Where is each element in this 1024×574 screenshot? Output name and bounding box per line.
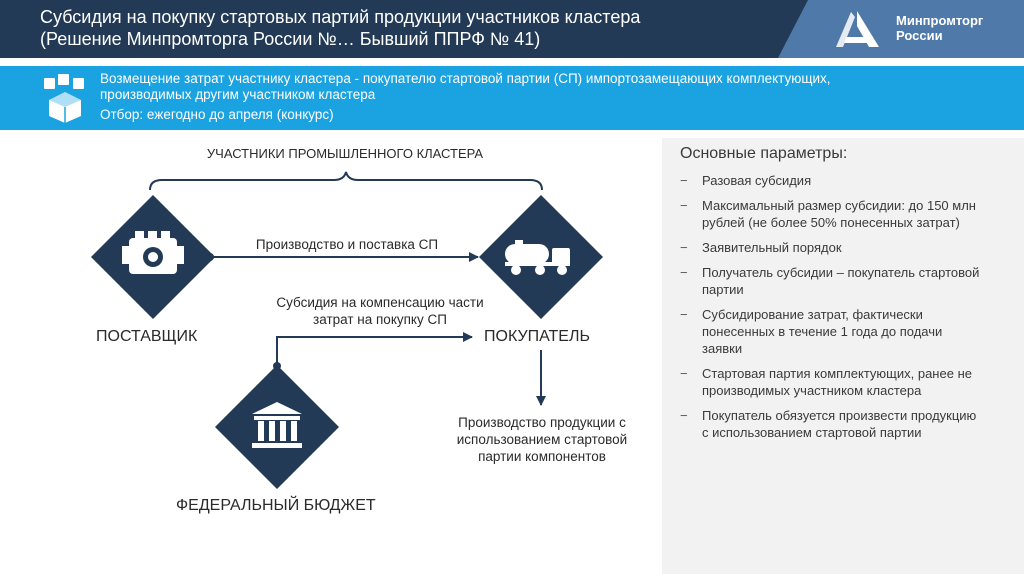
parameter-text: Получатель субсидии – покупатель стартов…	[702, 265, 980, 297]
cluster-label: УЧАСТНИКИ ПРОМЫШЛЕННОГО КЛАСТЕРА	[206, 146, 484, 161]
parameters-title: Основные параметры:	[680, 145, 848, 162]
bullet-dash: −	[680, 408, 688, 423]
logo-line-1: Минпромторг	[896, 13, 984, 28]
subsidy-arrow-start-dot	[273, 362, 281, 370]
logo-line-2: России	[896, 28, 943, 43]
bullet-dash: −	[680, 307, 688, 322]
parameter-item: −Максимальный размер субсидии: до 150 мл…	[680, 197, 980, 231]
parameter-text: Максимальный размер субсидии: до 150 млн…	[702, 198, 976, 230]
budget-diamond	[215, 365, 339, 489]
parameter-text: Заявительный порядок	[702, 240, 842, 255]
title-line-2: (Решение Минпромторга России №… Бывший П…	[40, 29, 541, 49]
info-banner: Возмещение затрат участнику кластера - п…	[0, 66, 1024, 130]
cluster-diagram	[91, 171, 603, 489]
bullet-dash: −	[680, 366, 688, 381]
tanker-truck-icon	[505, 240, 570, 275]
parameter-text: Покупатель обязуется произвести продукци…	[702, 408, 977, 440]
subsidy-arrow-label: Субсидия на компенсацию части затрат на …	[276, 295, 484, 327]
parameter-text: Стартовая партия комплектующих, ранее не…	[702, 366, 972, 398]
bullet-dash: −	[680, 198, 688, 213]
buyer-label: ПОКУПАТЕЛЬ	[484, 328, 590, 345]
minpromtorg-logo-icon	[836, 11, 879, 47]
subsidy-arrow	[276, 332, 473, 366]
parameter-item: −Разовая субсидия	[680, 172, 980, 189]
banner-selection-line: Отбор: ежегодно до апреля (конкурс)	[100, 107, 334, 122]
parameter-item: −Заявительный порядок	[680, 239, 980, 256]
government-building-icon	[252, 402, 302, 448]
engine-icon	[122, 231, 184, 274]
production-arrow-start-dot	[206, 253, 214, 261]
result-label: Производство продукции с использованием …	[456, 415, 628, 464]
parameter-item: −Субсидирование затрат, фактически понес…	[680, 306, 980, 357]
production-arrow-label: Производство и поставка СП	[255, 237, 439, 252]
logo-text: Минпромторг России	[896, 13, 983, 43]
cubes-icon	[44, 74, 84, 123]
parameters-panel	[662, 138, 1024, 574]
page-title: Субсидия на покупку стартовых партий про…	[40, 6, 780, 50]
cluster-brace	[149, 171, 543, 191]
budget-label: ФЕДЕРАЛЬНЫЙ БЮДЖЕТ	[176, 497, 376, 514]
parameters-list: −Разовая субсидия−Максимальный размер су…	[680, 172, 980, 449]
bullet-dash: −	[680, 173, 688, 188]
parameter-item: −Получатель субсидии – покупатель старто…	[680, 264, 980, 298]
title-line-1: Субсидия на покупку стартовых партий про…	[40, 7, 641, 27]
banner-line-1: Возмещение затрат участнику кластера - п…	[100, 71, 831, 86]
bullet-dash: −	[680, 240, 688, 255]
parameter-item: −Покупатель обязуется произвести продукц…	[680, 407, 980, 441]
supplier-label: ПОСТАВЩИК	[96, 328, 198, 345]
parameter-text: Разовая субсидия	[702, 173, 812, 188]
parameter-text: Субсидирование затрат, фактически понесе…	[702, 307, 943, 356]
parameter-item: −Стартовая партия комплектующих, ранее н…	[680, 365, 980, 399]
banner-text: Возмещение затрат участнику кластера - п…	[100, 71, 1000, 123]
banner-line-2: производимых другим участником кластера	[100, 87, 376, 102]
bullet-dash: −	[680, 265, 688, 280]
